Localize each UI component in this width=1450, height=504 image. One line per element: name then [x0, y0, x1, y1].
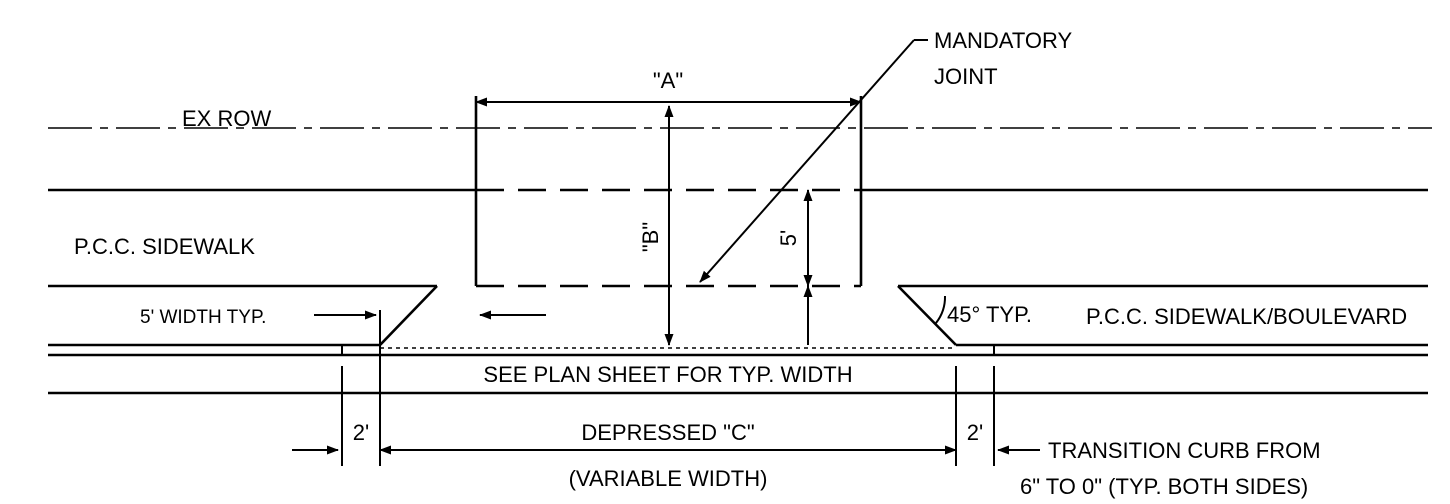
ex-row-label: EX ROW — [182, 106, 271, 131]
left-flare-line — [379, 285, 438, 346]
pcc-sidewalk-label: P.C.C. SIDEWALK — [74, 234, 255, 259]
mandatory-joint-label-line1: MANDATORY — [934, 28, 1072, 53]
angle-45-arc — [935, 295, 947, 324]
dimension-a-label: "A" — [653, 68, 683, 93]
two-ft-label-right: 2' — [967, 420, 983, 445]
depressed-c-label: DEPRESSED "C" — [581, 420, 754, 445]
two-ft-label-left: 2' — [353, 420, 369, 445]
width-typ-label: 5' WIDTH TYP. — [140, 307, 266, 328]
transition-curb-label-line1: TRANSITION CURB FROM — [1048, 438, 1321, 463]
mandatory-joint-label-line2: JOINT — [934, 64, 998, 89]
see-plan-sheet-label: SEE PLAN SHEET FOR TYP. WIDTH — [483, 362, 852, 387]
dimension-b-label: "B" — [638, 222, 663, 252]
variable-width-label: (VARIABLE WIDTH) — [569, 466, 768, 491]
dimension-5ft-label: 5' — [776, 230, 801, 246]
transition-curb-label-line2: 6" TO 0" (TYP. BOTH SIDES) — [1020, 474, 1308, 499]
right-flare-line — [897, 285, 957, 346]
angle-45-typ-label: 45° TYP. — [947, 302, 1032, 327]
mandatory-joint-leader-diagonal — [699, 39, 915, 283]
pcc-sidewalk-boulevard-label: P.C.C. SIDEWALK/BOULEVARD — [1086, 304, 1407, 329]
